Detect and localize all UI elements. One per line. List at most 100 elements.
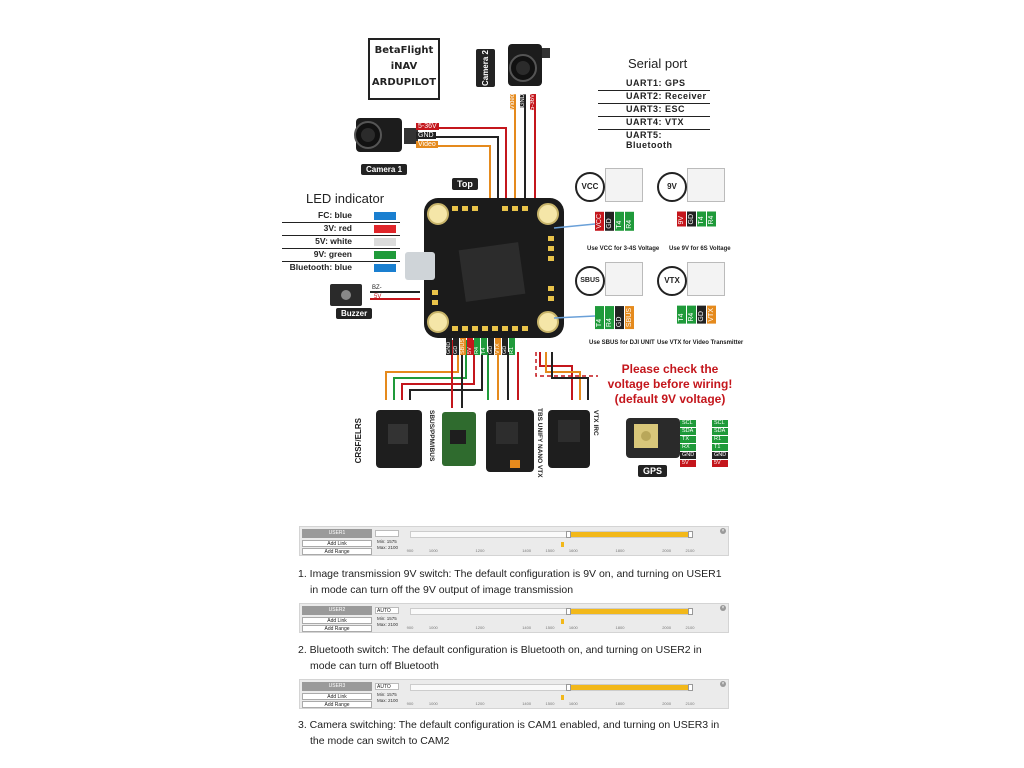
range-tick-label: 1000 [428, 625, 438, 630]
range-min: Min: 1575 [377, 539, 397, 544]
buzzer-pin-bz: BZ- [372, 285, 382, 291]
channel-marker [560, 542, 564, 547]
buzzer-icon [330, 284, 362, 306]
wiring-svg [330, 44, 680, 472]
device-label-crsf: CRSF/ELRS [354, 418, 363, 464]
9v-badge: 9V [657, 172, 687, 202]
range-slider[interactable] [410, 684, 693, 691]
close-icon[interactable]: × [720, 528, 726, 534]
serial-port-title: Serial port [628, 56, 688, 71]
range-tick-label: 2000 [662, 625, 672, 630]
sbus-badge: SBUS [575, 266, 605, 296]
range-tick-label: 1800 [615, 701, 625, 706]
buzzer-pin-5v: 5V [374, 294, 382, 300]
serial-row-uart1: UART1: GPS [598, 78, 710, 91]
led-indicator-title: LED indicator [306, 191, 385, 206]
range-tick-label: 1400 [522, 625, 532, 630]
crsf-elrs-board [376, 410, 422, 468]
led-swatch-red [374, 225, 396, 233]
mode-name: USER3 [302, 682, 372, 691]
serial-row-uart4: UART4: VTX [598, 117, 710, 130]
range-tick-label: 2000 [662, 548, 672, 553]
range-tick-label: 1200 [475, 701, 485, 706]
vcc-badge: VCC [575, 172, 605, 202]
led-swatch-green [374, 251, 396, 259]
vtx-irc-board [548, 410, 590, 468]
add-link-button[interactable]: Add Link [302, 617, 372, 624]
gps-fc-pin-labels: SCL SDA R1 T1 GND 5V [712, 420, 729, 467]
range-tick-label: 1000 [428, 701, 438, 706]
camera-1-label: Camera 1 [361, 164, 408, 175]
range-tick-label: 1600 [568, 701, 578, 706]
range-handle-max[interactable] [688, 608, 693, 615]
range-tick-label: 2000 [662, 701, 672, 706]
range-handle-max[interactable] [688, 531, 693, 538]
add-range-button[interactable]: Add Range [302, 701, 372, 708]
serial-row-uart5: UART5: Bluetooth [626, 130, 673, 150]
led-swatch-white [374, 238, 396, 246]
range-tick-label: 2100 [685, 548, 695, 553]
mode-select[interactable]: AUTO [375, 607, 399, 614]
range-tick-label: 900 [406, 625, 414, 630]
flight-controller-board [405, 198, 564, 338]
channel-marker [560, 695, 564, 700]
firmware-inav: iNAV [390, 61, 418, 72]
add-link-button[interactable]: Add Link [302, 693, 372, 700]
range-slider[interactable] [410, 531, 693, 538]
range-tick-label: 1600 [568, 548, 578, 553]
serial-row-uart3: UART3: ESC [598, 104, 710, 117]
add-link-button[interactable]: Add Link [302, 540, 372, 547]
mode-select[interactable]: AUTO [375, 683, 399, 690]
mode-name: USER1 [302, 529, 372, 538]
range-tick-label: 2100 [685, 701, 695, 706]
led-row: 9V: green [282, 249, 400, 262]
cam1-pin-gnd: GND [416, 132, 436, 139]
add-range-button[interactable]: Add Range [302, 625, 372, 632]
add-range-button[interactable]: Add Range [302, 548, 372, 555]
range-max: Max: 2100 [377, 698, 399, 703]
range-min: Min: 1575 [377, 692, 397, 697]
range-tick-label: 1500 [545, 701, 555, 706]
range-max: Max: 2100 [377, 545, 399, 550]
camera-2-label: Camera 2 [476, 49, 495, 88]
range-tick-label: 900 [406, 548, 414, 553]
range-handle-min[interactable] [565, 531, 571, 538]
range-tick-label: 1400 [522, 701, 532, 706]
range-handle-min[interactable] [565, 684, 571, 691]
caption-user1: 1. Image transmission 9V switch: The def… [298, 568, 722, 596]
device-label-vtx-irc: VTX IRC [592, 410, 599, 436]
camera-2-icon [508, 44, 550, 86]
range-tick-label: 1500 [545, 625, 555, 630]
range-tick-label: 1400 [522, 548, 532, 553]
mode-select[interactable] [375, 530, 399, 537]
range-fill [568, 532, 691, 537]
serial-row-uart2: UART2: Receiver [598, 91, 710, 104]
camera-1-icon [354, 118, 418, 152]
close-icon[interactable]: × [720, 605, 726, 611]
range-tick-label: 2100 [685, 625, 695, 630]
range-tick-label: 1800 [615, 548, 625, 553]
cam2-pin-video: Video [510, 94, 516, 110]
caption-user3: 3. Camera switching: The default configu… [298, 719, 720, 747]
buzzer-label: Buzzer [336, 308, 373, 319]
cam2-pin-gnd: GND [520, 94, 526, 108]
mode-panel-user3: USER3 Add Link Add Range AUTO Min: 1575 … [299, 679, 729, 709]
led-swatch-blue [374, 264, 396, 272]
range-slider[interactable] [410, 608, 693, 615]
wiring-warning: Please check the voltage before wiring! … [607, 362, 733, 406]
device-label-tbs: TBS UNIFY NANO VTX [536, 408, 543, 478]
mode-name: USER2 [302, 606, 372, 615]
range-handle-min[interactable] [565, 608, 571, 615]
range-tick-label: 1800 [615, 625, 625, 630]
range-handle-max[interactable] [688, 684, 693, 691]
range-tick-label: 900 [406, 701, 414, 706]
wiring-diagram: BetaFlight iNAV ARDUPILOT [282, 38, 743, 478]
gps-pin-labels: SCL SDA TX RX GND 5V [680, 420, 697, 467]
firmware-betaflight: BetaFlight [374, 45, 434, 56]
device-label-gps: GPS [638, 465, 668, 477]
led-row: 3V: red [282, 223, 400, 236]
cam1-pin-power: 5-36V [416, 123, 439, 130]
close-icon[interactable]: × [720, 681, 726, 687]
